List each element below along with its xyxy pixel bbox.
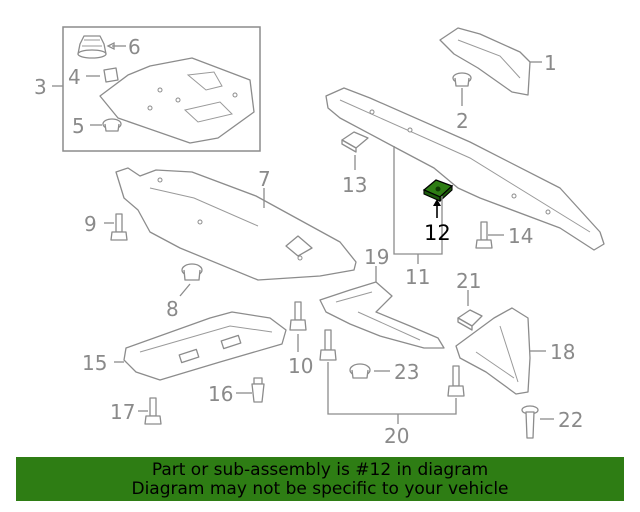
callout-15: 15 — [82, 351, 107, 375]
bolt-part-20-right — [447, 365, 465, 397]
callout-18: 18 — [550, 340, 575, 364]
callout-4: 4 — [68, 65, 81, 89]
nut-part-5 — [102, 118, 122, 132]
callout-1: 1 — [544, 51, 557, 75]
callout-6: 6 — [128, 35, 141, 59]
callout-13: 13 — [342, 173, 367, 197]
bolt-part-9 — [110, 213, 128, 241]
callout-16: 16 — [208, 382, 233, 406]
bolt-part-20-left — [319, 329, 337, 361]
crossmember-part-11 — [325, 87, 605, 251]
grommet-part-2 — [452, 72, 472, 87]
notice-line-1: Part or sub-assembly is #12 in diagram — [151, 460, 489, 480]
callout-22: 22 — [558, 408, 583, 432]
callout-3: 3 — [34, 75, 47, 99]
parts-diagram: 6 4 3 5 1 2 13 12 14 7 9 8 11 19 21 18 1… — [34, 26, 605, 448]
callout-10: 10 — [288, 354, 313, 378]
subassembly-box — [62, 26, 261, 152]
bolt-part-17 — [144, 397, 162, 425]
callout-14: 14 — [508, 224, 533, 248]
notice-banner: Part or sub-assembly is #12 in diagram D… — [16, 457, 624, 501]
bolt-part-14 — [475, 221, 493, 249]
callout-17: 17 — [110, 400, 135, 424]
callout-19: 19 — [364, 245, 389, 269]
callout-5: 5 — [72, 114, 85, 138]
push-pin-part-22 — [521, 405, 539, 439]
push-pin-part-16 — [251, 377, 265, 403]
callout-8: 8 — [166, 297, 179, 321]
callout-11: 11 — [405, 265, 430, 289]
callout-23: 23 — [394, 360, 419, 384]
bracket-part-19 — [319, 281, 445, 349]
callout-7: 7 — [258, 167, 271, 191]
clip-part-21 — [457, 309, 483, 331]
callout-2: 2 — [456, 109, 469, 133]
callout-labels: 6 4 3 5 1 2 13 12 14 7 9 8 11 19 21 18 1… — [34, 35, 583, 448]
leader-lines — [52, 41, 554, 424]
highlighted-clip-part-12 — [422, 179, 454, 203]
grommet-part-8 — [181, 263, 203, 281]
deflector-part-18 — [455, 307, 531, 395]
callout-12-highlighted: 12 — [424, 221, 451, 245]
clip-part-4 — [103, 67, 119, 83]
callout-21: 21 — [456, 269, 481, 293]
cap-part-6 — [77, 35, 107, 59]
clip-part-13 — [341, 131, 369, 153]
grommet-part-23 — [349, 363, 371, 379]
skid-plate-part-15 — [123, 311, 287, 381]
callout-20: 20 — [384, 424, 409, 448]
bolt-part-10 — [289, 301, 307, 331]
notice-line-2: Diagram may not be specific to your vehi… — [131, 479, 509, 499]
callout-9: 9 — [84, 212, 97, 236]
shield-plate-part-3 — [99, 57, 255, 144]
bracket-part-1 — [439, 27, 531, 96]
underbody-shield-part-7 — [115, 167, 357, 281]
